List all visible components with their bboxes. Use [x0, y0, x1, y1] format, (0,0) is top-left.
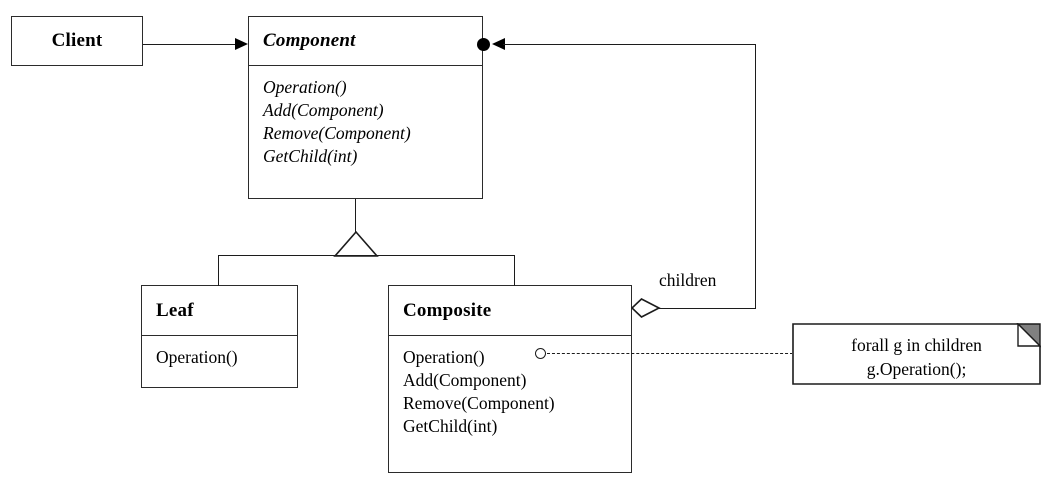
- class-title-component: Component: [249, 17, 482, 66]
- class-title-composite: Composite: [389, 286, 631, 336]
- aggregation-diamond-icon: [631, 298, 661, 318]
- class-members-composite: Operation() Add(Component) Remove(Compon…: [389, 336, 631, 438]
- member-operation: Operation(): [403, 347, 485, 367]
- class-title-leaf: Leaf: [142, 286, 297, 336]
- edge-children-horizontal-top: [503, 44, 756, 45]
- note-anchor-circle: [535, 348, 546, 359]
- class-box-leaf[interactable]: Leaf Operation(): [141, 285, 298, 388]
- arrowhead-children-to-component: [492, 38, 505, 50]
- edge-generalization-stem: [355, 199, 356, 233]
- member-remove: Remove(Component): [403, 393, 555, 413]
- class-members-leaf: Operation(): [142, 336, 297, 369]
- member-remove: Remove(Component): [263, 123, 411, 143]
- member-getchild: GetChild(int): [403, 416, 498, 436]
- edge-children-vertical: [755, 44, 756, 309]
- edge-client-to-component: [143, 44, 237, 45]
- note-line-1: forall g in children: [851, 335, 982, 355]
- association-dot-component: [477, 38, 490, 51]
- edge-generalization-drop-composite: [514, 255, 515, 286]
- member-getchild: GetChild(int): [263, 146, 358, 166]
- class-box-component[interactable]: Component Operation() Add(Component) Rem…: [248, 16, 483, 199]
- edge-children-horizontal-bottom: [659, 308, 756, 309]
- class-box-composite[interactable]: Composite Operation() Add(Component) Rem…: [388, 285, 632, 473]
- generalization-triangle-icon: [333, 231, 379, 257]
- class-box-client[interactable]: Client: [11, 16, 143, 66]
- edge-label-children: children: [659, 270, 717, 290]
- note-box[interactable]: forall g in children g.Operation();: [792, 323, 1041, 385]
- member-add: Add(Component): [403, 370, 527, 390]
- member-operation: Operation(): [263, 77, 347, 97]
- member-operation: Operation(): [156, 347, 238, 367]
- note-box-shape: [792, 323, 1041, 385]
- class-members-component: Operation() Add(Component) Remove(Compon…: [249, 66, 482, 168]
- edge-note-dashed-link: [547, 353, 793, 354]
- class-title-client: Client: [51, 30, 103, 51]
- edge-generalization-bar: [218, 255, 514, 256]
- member-add: Add(Component): [263, 100, 384, 120]
- edge-generalization-drop-leaf: [218, 255, 219, 286]
- note-line-2: g.Operation();: [866, 359, 967, 379]
- arrowhead-client-to-component: [235, 38, 248, 50]
